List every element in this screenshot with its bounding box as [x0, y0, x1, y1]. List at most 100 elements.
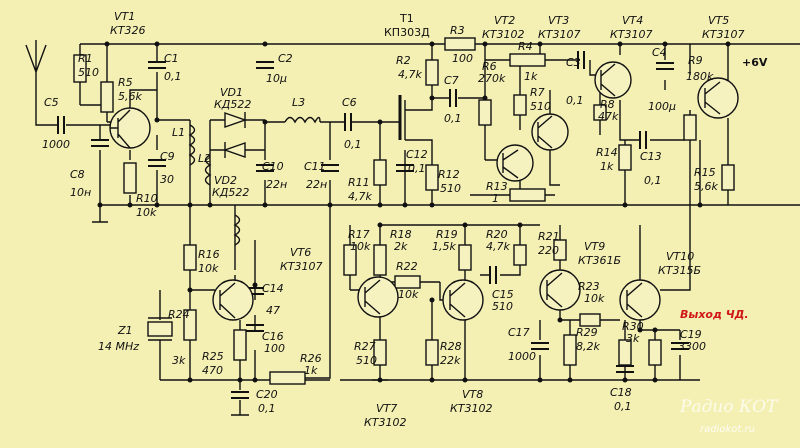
resistor-r22	[394, 275, 421, 289]
label-vd2-type: КД522	[212, 186, 249, 199]
label-r21-ref: R21	[538, 230, 560, 243]
resistor-r3	[444, 37, 476, 51]
label-vt5-type: КТ3107	[702, 28, 745, 41]
label-r5-val: 5,6k	[118, 90, 142, 103]
label-c19-ref: C19	[680, 328, 702, 341]
label-r8-ref: R8	[600, 98, 615, 111]
capacitor-c6	[344, 113, 352, 131]
label-vt4-type: КТ3107	[610, 28, 653, 41]
resistor-r19	[458, 244, 472, 271]
label-c17-val: 1000	[508, 350, 536, 363]
label-t1-type: КП303Д	[384, 26, 430, 39]
capacitor-c1	[148, 61, 166, 69]
label-r1-val: 510	[78, 66, 99, 79]
label-c15-val: 510	[492, 300, 513, 313]
resistor-r6	[478, 99, 492, 126]
capacitor-c5	[57, 116, 65, 134]
resistor-r16	[183, 244, 197, 271]
label-c14-ref: C14	[262, 282, 284, 295]
label-c9-val: 30	[160, 173, 174, 186]
label-c2-ref: C2	[278, 52, 293, 65]
capacitor-c9	[148, 159, 166, 167]
label-r25-ref: R25	[202, 350, 224, 363]
label-c8-ref: C8	[70, 168, 85, 181]
label-r8-val: 47k	[598, 110, 619, 123]
inductor-vt6-coil	[233, 214, 241, 246]
label-r17-val: 10k	[350, 240, 371, 253]
diode-vd1	[224, 112, 248, 128]
label-vd2-ref: VD2	[214, 174, 237, 187]
label-r29-val: 8,2k	[576, 340, 600, 353]
label-vt4-ref: VT4	[622, 14, 643, 27]
label-c3-ref: C3	[566, 56, 581, 69]
label-r16-val: 10k	[198, 262, 219, 275]
transistor-vt4	[594, 61, 632, 99]
inductor-l1	[188, 124, 196, 166]
label-r13-val: 1	[492, 192, 499, 205]
resistor-r1	[73, 54, 87, 83]
resistor-r20	[513, 244, 527, 266]
labels: VT1 КТ326 R1 510 R5 5,6k C1 0,1 C2 10μ C…	[42, 10, 779, 435]
label-r20-ref: R20	[486, 228, 508, 241]
resistor-r2	[425, 59, 439, 86]
resistor-r13	[509, 188, 546, 202]
label-c17-ref: C17	[508, 326, 530, 339]
label-r7-val: 510	[530, 100, 551, 113]
label-vt6-ref: VT6	[290, 246, 311, 259]
label-vt3-ref: VT3	[548, 14, 569, 27]
label-c4-val: 100μ	[648, 100, 676, 113]
output-label: Выход ЧД.	[680, 308, 749, 321]
resistor-r10	[123, 162, 137, 194]
label-r10-ref: R10	[136, 192, 158, 205]
capacitor-c4	[656, 62, 674, 70]
capacitor-c10	[256, 164, 274, 172]
ground-symbol-1	[92, 205, 108, 223]
label-c16-ref: C16	[262, 330, 284, 343]
resistor-r5	[100, 81, 114, 113]
label-r27-ref: R27	[354, 340, 376, 353]
label-vt8-type: КТ3102	[450, 402, 493, 415]
label-r16-ref: R16	[198, 248, 220, 261]
label-r3-val: 100	[452, 52, 473, 65]
resistor-r26	[269, 371, 306, 385]
capacitor-c16	[246, 324, 264, 332]
capacitor-c17	[531, 342, 549, 350]
label-vd1-ref: VD1	[220, 86, 243, 99]
label-r13-ref: R13	[486, 180, 508, 193]
label-c11-val: 22н	[306, 178, 327, 191]
resistor-r27	[373, 339, 387, 366]
capacitor-c7	[449, 89, 457, 107]
label-c5-val: 1000	[42, 138, 70, 151]
label-r30-ref: R30	[622, 320, 644, 333]
transistor-vt9	[539, 269, 581, 311]
capacitor-c20	[231, 391, 249, 399]
label-z1-ref: Z1	[117, 324, 133, 337]
label-r22-ref: R22	[396, 260, 418, 273]
label-r12-ref: R12	[438, 168, 460, 181]
diode-vd2	[222, 142, 246, 158]
label-c18-val: 0,1	[614, 400, 632, 413]
inductor-l2	[204, 154, 212, 186]
label-r5-ref: R5	[118, 76, 133, 89]
label-vt1-type: КТ326	[110, 24, 146, 37]
label-c20-ref: C20	[256, 388, 278, 401]
label-c6-val: 0,1	[344, 138, 362, 151]
label-c20-val: 0,1	[258, 402, 276, 415]
capacitor-c13	[639, 131, 647, 149]
label-r3-ref: R3	[450, 24, 465, 37]
resistor-r18	[373, 244, 387, 276]
capacitor-c2	[256, 61, 274, 69]
inductor-l3	[284, 116, 321, 124]
label-r12-val: 510	[440, 182, 461, 195]
capacitor-c18	[616, 365, 634, 373]
label-r4-val: 1k	[524, 70, 538, 83]
watermark-url: radiokot.ru	[700, 424, 755, 435]
label-c7-ref: C7	[444, 74, 459, 87]
label-vt10-type: КТ315Б	[658, 264, 701, 277]
label-r4-ref: R4	[518, 40, 533, 53]
label-r19-ref: R19	[436, 228, 458, 241]
label-c19-val: 3300	[678, 340, 706, 353]
label-c10-ref: C10	[262, 160, 284, 173]
resistor-r15	[721, 164, 735, 191]
